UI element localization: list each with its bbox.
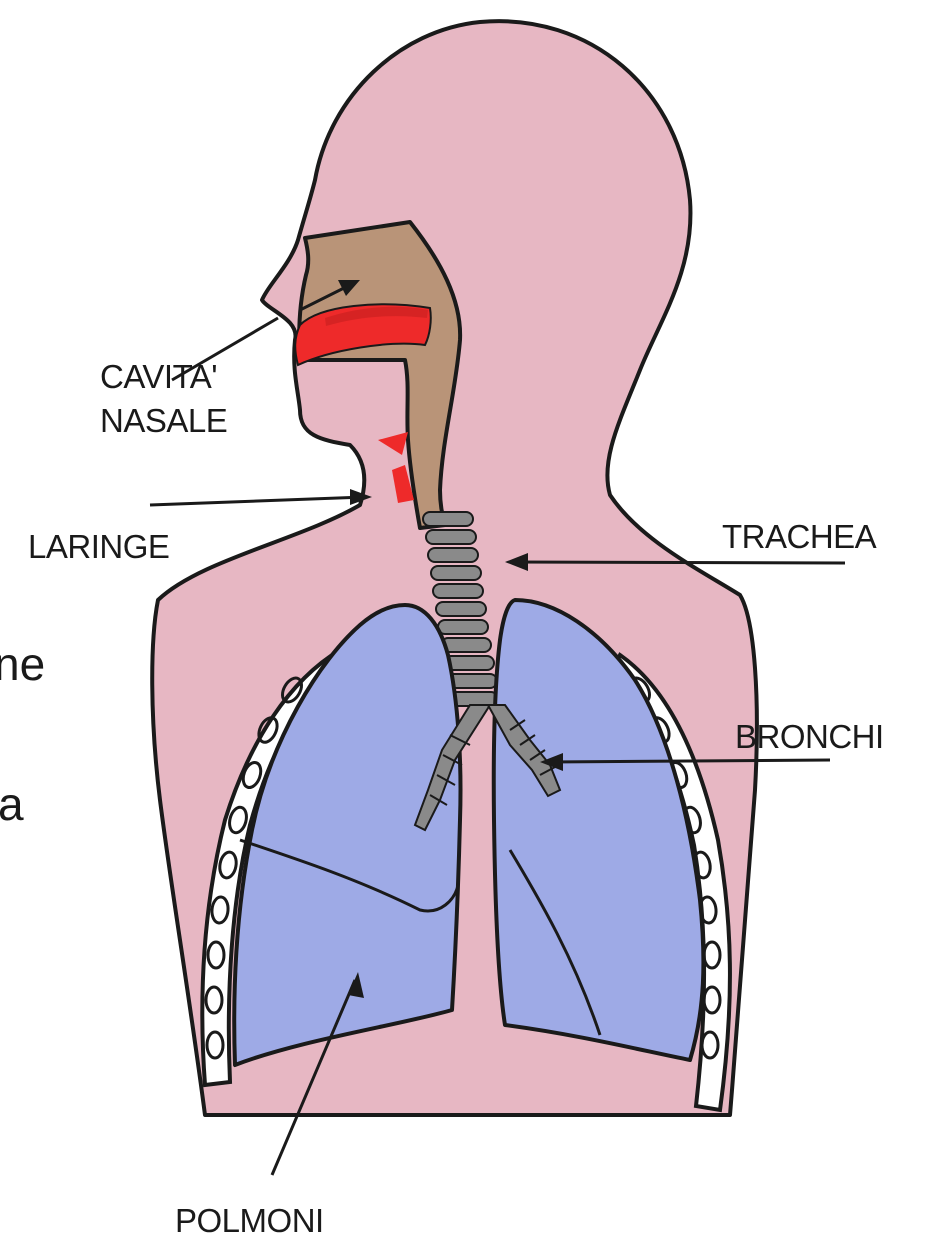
label-cavita-line1: CAVITA' <box>100 358 217 395</box>
label-trachea: TRACHEA <box>722 518 877 555</box>
label-laringe: LARINGE <box>28 528 169 565</box>
label-polmoni: POLMONI <box>175 1202 324 1239</box>
cropped-text-line2: a <box>0 778 24 830</box>
cropped-text-line1: ne <box>0 638 45 690</box>
label-bronchi: BRONCHI <box>735 718 884 755</box>
label-cavita-line2: NASALE <box>100 402 227 439</box>
